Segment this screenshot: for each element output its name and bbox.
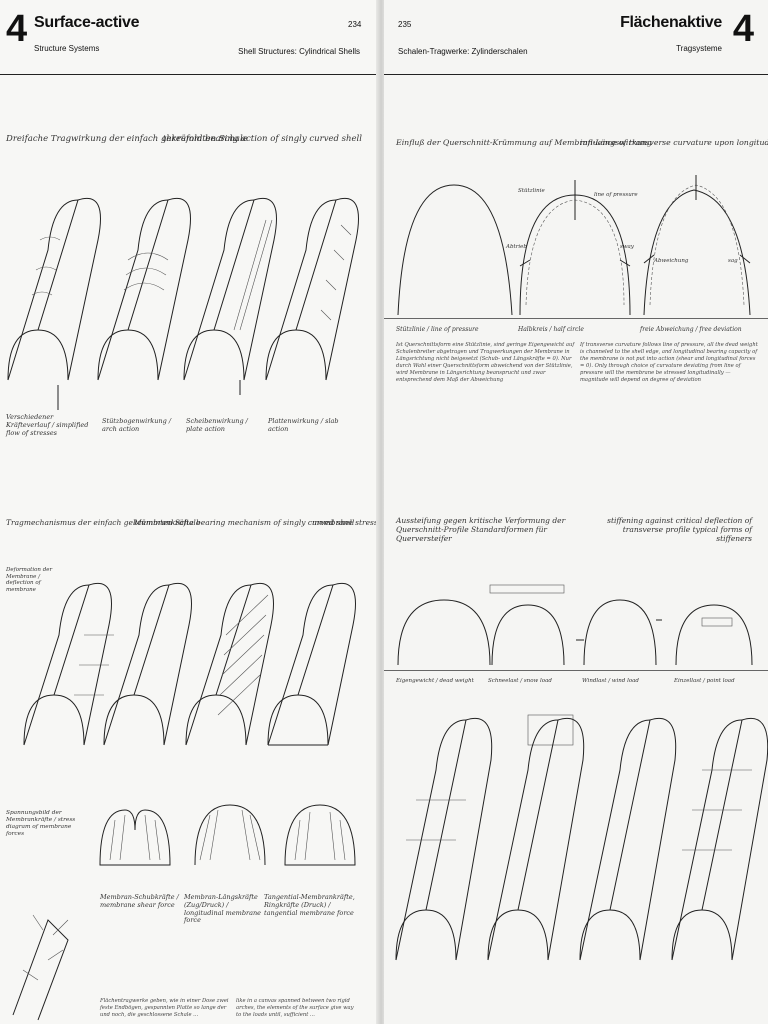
caption-free-deviation: freie Abweichung / free deviation xyxy=(640,326,742,333)
label-stuetzlinie: Stützlinie xyxy=(518,188,545,194)
section2-title-en: stiffening against critical deflection o… xyxy=(607,516,752,543)
caption-arch: Stützbogenwirkung / arch action xyxy=(102,417,172,433)
stiffener-1 xyxy=(395,718,493,961)
caption-slab: Plattenwirkung / slab action xyxy=(268,417,339,433)
section2-title-de2: Membrankräfte xyxy=(134,518,194,527)
arch-line-of-pressure xyxy=(397,184,513,316)
load-case-diagrams xyxy=(397,584,753,666)
tangential-stress-section xyxy=(284,804,356,866)
paragraph-en: If transverse curvature follows line of … xyxy=(580,342,758,384)
shell-diagram-slab xyxy=(265,198,359,381)
shell-diagram-plate xyxy=(183,198,277,395)
free-deviation-arch xyxy=(643,175,751,316)
header-rule xyxy=(0,74,376,75)
stress-section-diagrams xyxy=(99,804,356,866)
snow-load-arch xyxy=(489,584,565,666)
deflection-diagram xyxy=(23,583,114,746)
chapter-number: 4 xyxy=(6,8,28,50)
page-number: 235 xyxy=(398,20,412,29)
section2-title-en2: membrane stresses xyxy=(312,518,380,527)
shell-diagrams-row-1 xyxy=(7,198,359,410)
longitudinal-diagram xyxy=(185,583,274,746)
paragraph-de: Flächentragwerke geben, wie in einer Dos… xyxy=(100,998,229,1019)
label-sag: sag xyxy=(728,258,738,264)
label-line-of-pressure: line of pressure xyxy=(594,192,638,198)
chapter-title: Surface-active xyxy=(34,14,140,31)
tangential-diagram xyxy=(267,583,356,746)
shell-diagram-flow xyxy=(7,198,101,410)
page-number: 234 xyxy=(348,20,362,29)
caption-longitudinal: Membran-Längskräfte (Zug/Druck) / longit… xyxy=(184,893,262,925)
shell-diagrams-row-2 xyxy=(23,583,356,746)
section-divider xyxy=(384,318,768,319)
chapter-number: 4 xyxy=(732,8,754,50)
header-rule xyxy=(384,74,768,75)
shear-stress-section xyxy=(99,809,171,866)
paragraph-de: Ist Querschnittsform eine Stützlinie, si… xyxy=(396,342,575,384)
caption-line-of-pressure: Stützlinie / line of pressure xyxy=(396,326,479,333)
stress-diagram-caption: Spannungsbild der Membrankräfte / stress… xyxy=(6,810,76,837)
right-page: 235 Schalen-Tragwerke: Zylinderschalen F… xyxy=(384,0,768,1024)
stiffener-4 xyxy=(671,718,768,961)
caption-tangential: Tangential-Membrankräfte, Ringkräfte (Dr… xyxy=(264,893,355,917)
caption-half-circle: Halbkreis / half circle xyxy=(518,326,584,333)
stiffener-3 xyxy=(579,718,677,961)
left-page: 4 Surface-active Structure Systems 234 S… xyxy=(0,0,380,1024)
label-abtrieb: Abtrieb xyxy=(506,244,527,250)
section-title-de: Einfluß der Querschnitt-Krümmung auf Mem… xyxy=(396,138,652,147)
dead-weight-arch xyxy=(397,599,491,666)
running-head: Shell Structures: Cylindrical Shells xyxy=(238,47,360,56)
surface-element-diagram xyxy=(12,914,69,1021)
chapter-title: Flächenaktive xyxy=(620,14,722,31)
book-gutter xyxy=(376,0,386,1024)
section2-title-de: Tragmechanismus der einfach gekrümmten S… xyxy=(6,518,201,527)
longitudinal-stress-section xyxy=(194,804,266,866)
load-caption-point: Einzellast / point load xyxy=(674,678,735,684)
label-sway: sway xyxy=(620,244,634,250)
caption-plate: Scheibenwirkung / plate action xyxy=(186,417,248,433)
shell-diagram-arch xyxy=(97,198,191,381)
section-title-de: Dreifache Tragwirkung der einfach gekrüm… xyxy=(6,134,248,144)
paragraph-en: like in a canvas spanned between two rig… xyxy=(236,998,354,1019)
half-circle-arch xyxy=(519,180,631,316)
point-load-arch xyxy=(675,604,753,666)
running-head: Schalen-Tragwerke: Zylinderschalen xyxy=(398,47,528,56)
label-abweichung: Abweichung xyxy=(654,258,689,264)
caption-shear: Membran-Schubkräfte / membrane shear for… xyxy=(100,893,179,909)
section2-title-de: Aussteifung gegen kritische Verformung d… xyxy=(396,516,566,543)
chapter-subtitle: Tragsysteme xyxy=(676,44,722,53)
load-caption-dead: Eigengewicht / dead weight xyxy=(396,678,474,684)
stiffener-diagrams xyxy=(395,714,768,961)
stiffener-2 xyxy=(487,714,585,961)
section-title-en: threefold bearing action of singly curve… xyxy=(162,134,362,144)
section2-title-en: bearing mechanism of singly curved shell xyxy=(196,518,355,527)
wind-load-arch xyxy=(576,599,662,666)
curvature-diagrams xyxy=(397,175,751,316)
chapter-subtitle: Structure Systems xyxy=(34,44,100,53)
caption-flow: Verschiedener Kräfteverlauf / simplified… xyxy=(6,413,89,437)
section-title-en: influence of transverse curvature upon l… xyxy=(580,138,768,147)
load-divider xyxy=(384,670,768,671)
load-caption-wind: Windlast / wind load xyxy=(582,678,639,684)
shear-diagram xyxy=(103,583,192,746)
load-caption-snow: Schneelast / snow load xyxy=(488,678,552,684)
side-note: Deformation der Membrane / deflection of… xyxy=(6,567,53,593)
